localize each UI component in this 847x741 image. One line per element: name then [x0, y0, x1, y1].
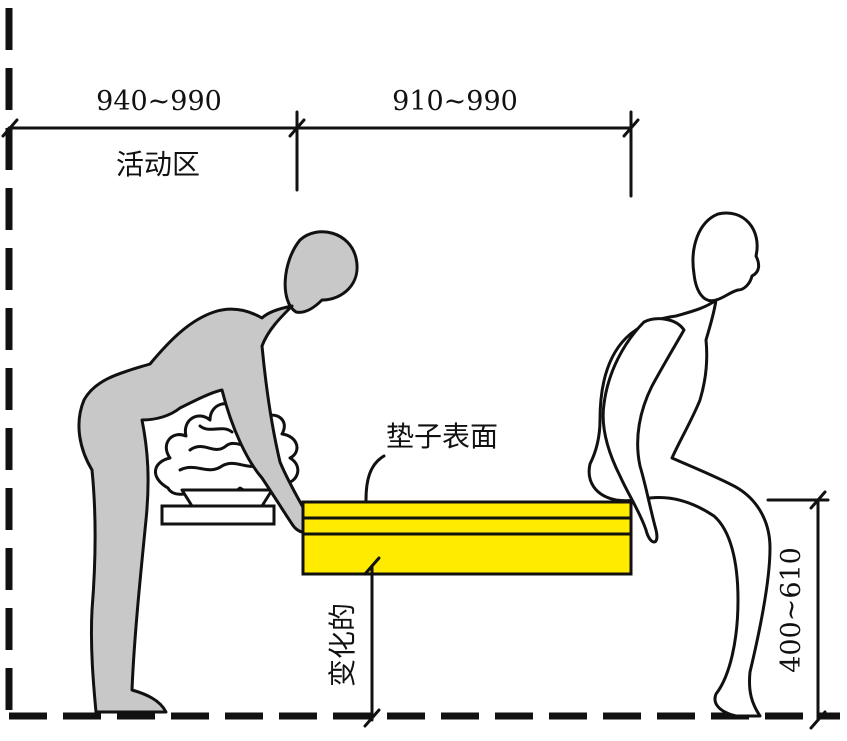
variable-label: 变化的: [326, 603, 359, 687]
pass-width-dimension: 910~990: [392, 86, 518, 117]
side-table-icon: [160, 504, 276, 526]
cushion-surface-label: 垫子表面: [386, 420, 498, 453]
seat-height-dimension-line: [766, 490, 830, 730]
sitting-person-arm: [601, 317, 686, 544]
top-dimension-line: [1, 110, 640, 198]
activity-zone-label: 活动区: [116, 148, 200, 181]
cushion-surface-leader: [364, 454, 386, 502]
seat-height-dimension: 400~610: [776, 547, 807, 673]
activity-zone-dimension: 940~990: [96, 86, 222, 117]
variable-dimension-line: [363, 556, 381, 728]
cushion-sofa-icon: [301, 500, 633, 576]
